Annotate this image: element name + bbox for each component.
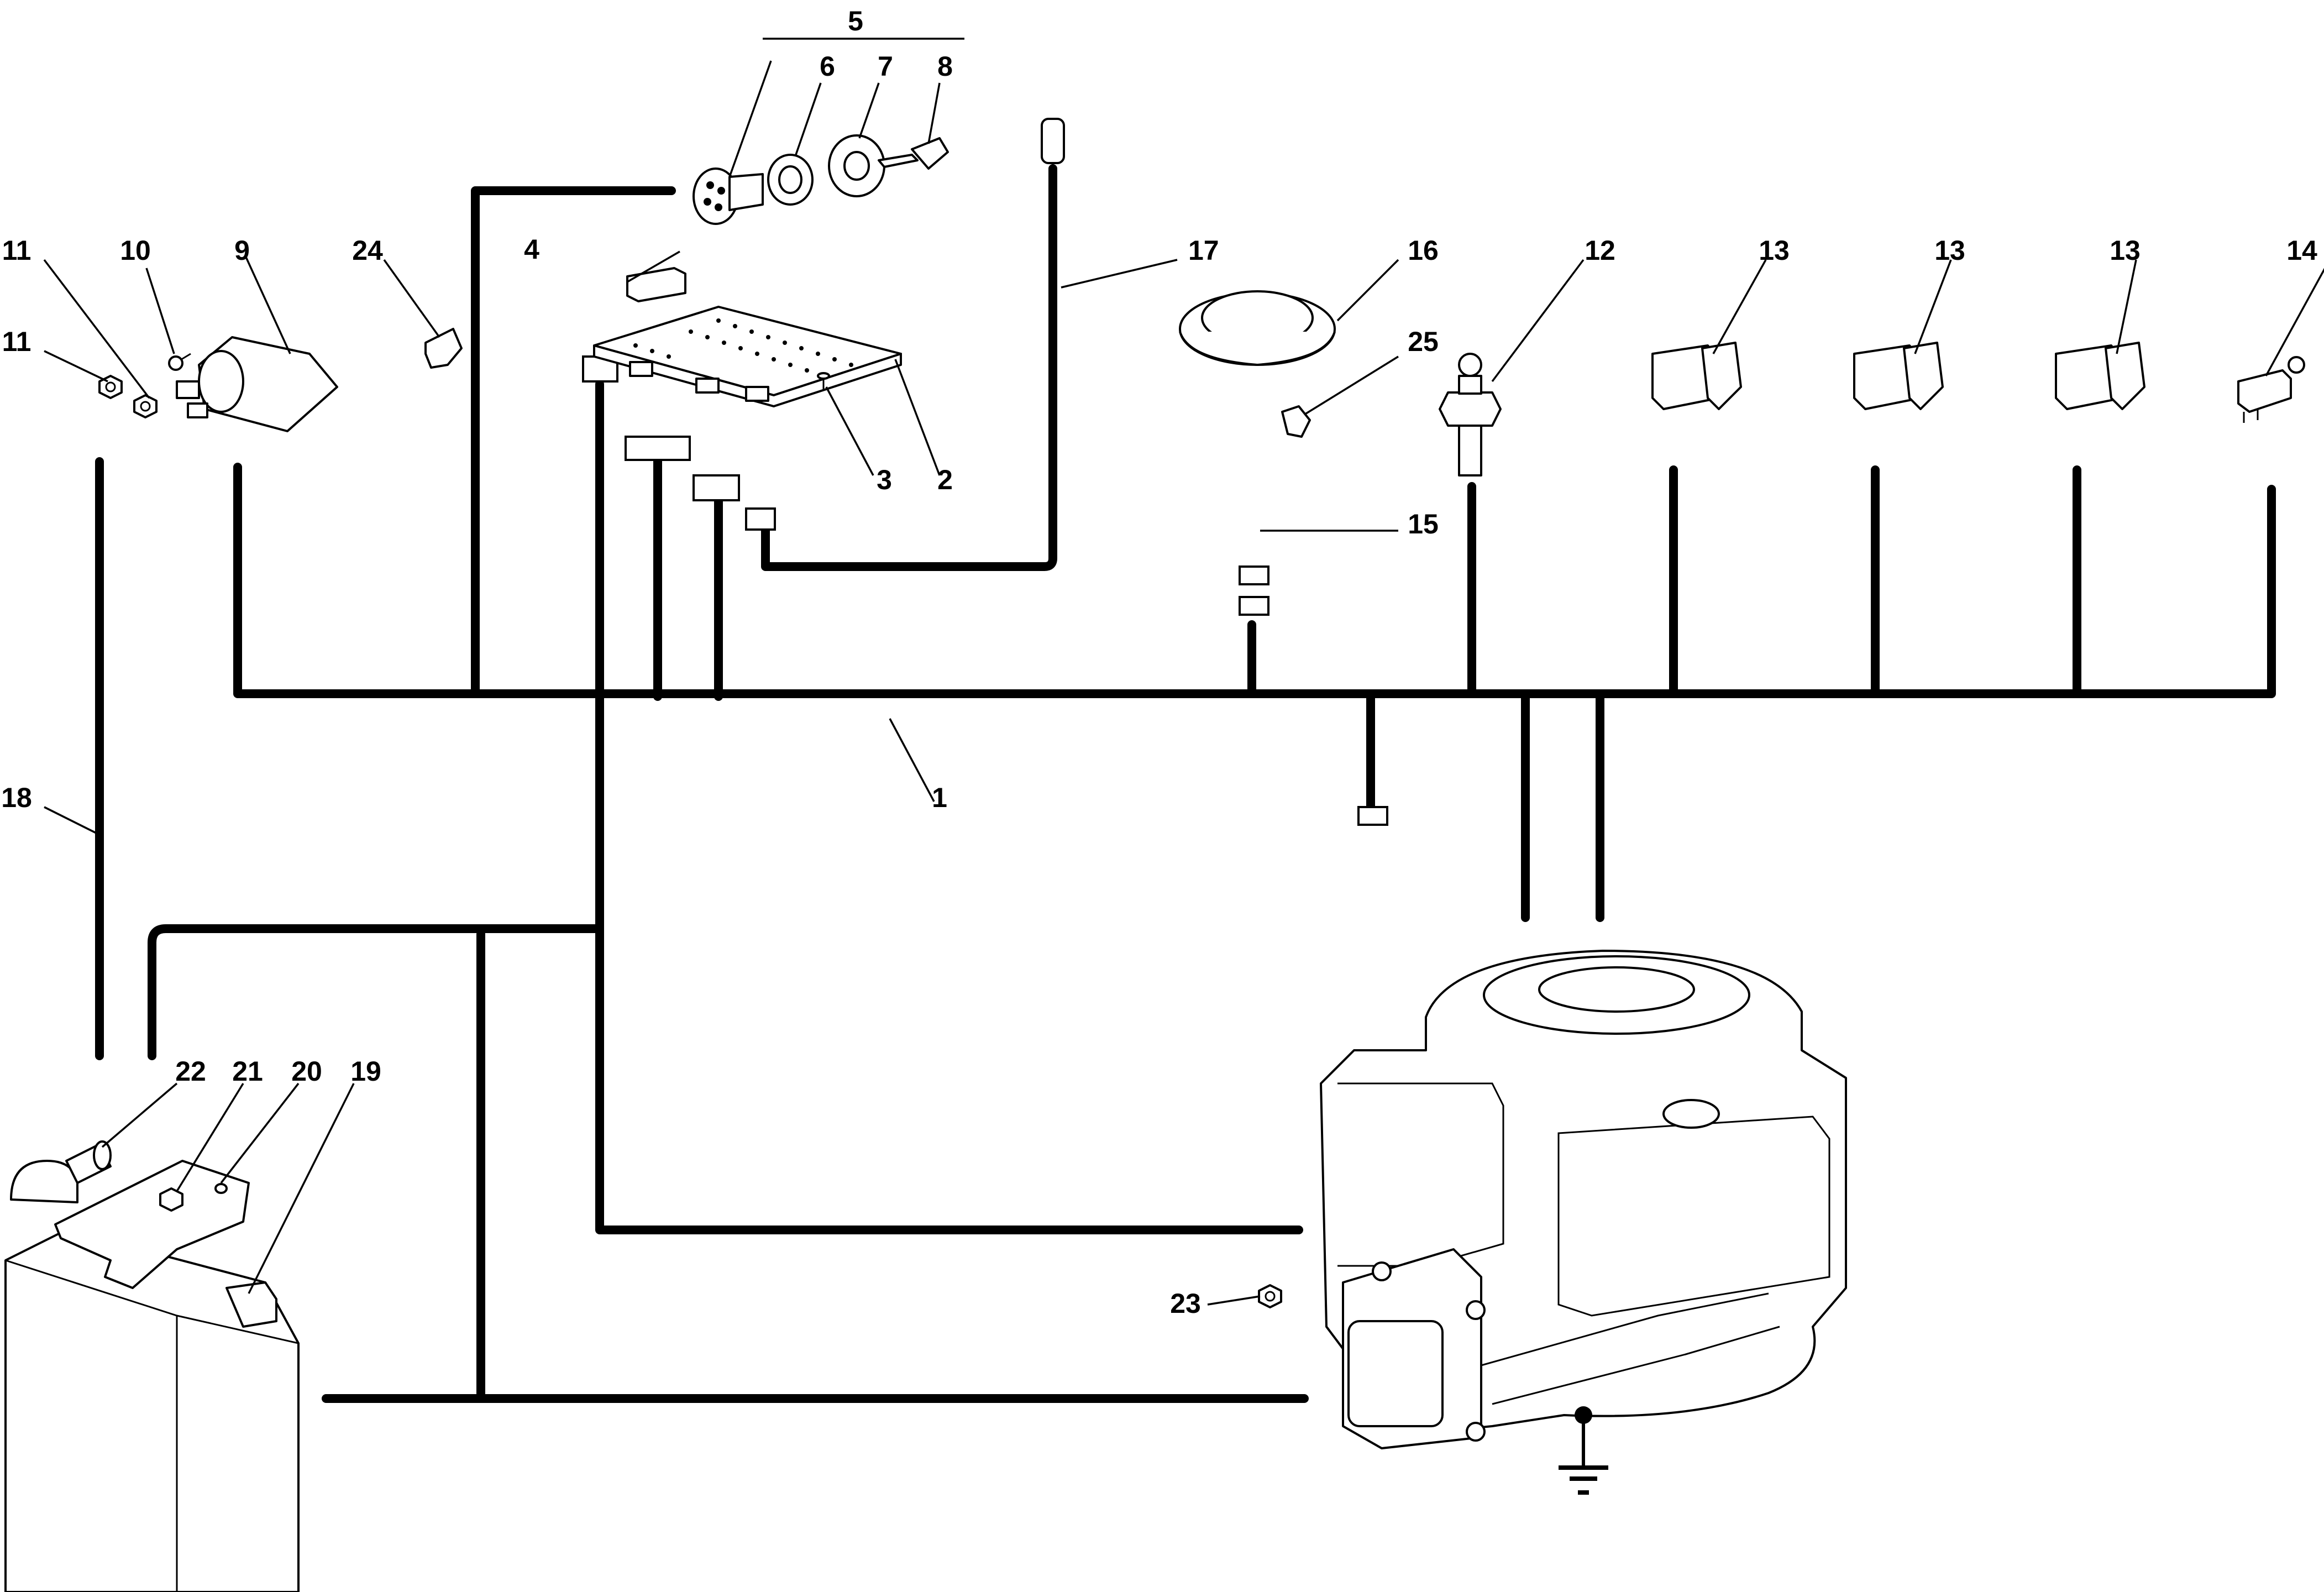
engine-nut: [1258, 1284, 1282, 1308]
starter-solenoid: [176, 336, 338, 432]
safety-switch-3: [2055, 342, 2145, 410]
callout-20: 20: [291, 1056, 322, 1087]
bracket-nut: [159, 1187, 183, 1212]
callout-13-b: 13: [1934, 235, 1965, 266]
callout-11-b: 11: [2, 326, 32, 357]
callout-1: 1: [932, 782, 947, 813]
callout-13-c: 13: [2110, 235, 2141, 266]
callout-11-a: 11: [2, 235, 32, 266]
wiring-harness: [95, 164, 2276, 1403]
callout-labels: 5 6 7 8 4 3 2 17 16 25 15 12 13 13 13 14…: [1, 6, 2317, 1319]
ground-symbol: [1559, 1406, 1608, 1495]
callout-8: 8: [937, 51, 953, 82]
harness-connectors: [582, 355, 1388, 826]
control-board: [593, 306, 902, 407]
key-switch-assembly: [693, 134, 949, 225]
wire-clip: [424, 328, 463, 369]
callout-10: 10: [120, 235, 151, 266]
sensor-connector: [1041, 118, 1065, 164]
board-screw: [817, 372, 830, 390]
callout-7: 7: [878, 51, 893, 82]
callout-9: 9: [234, 235, 250, 266]
callout-16: 16: [1408, 235, 1439, 266]
callout-21: 21: [232, 1056, 263, 1087]
callout-13-a: 13: [1759, 235, 1790, 266]
callout-6: 6: [820, 51, 835, 82]
callout-5: 5: [848, 6, 863, 36]
callout-18: 18: [1, 782, 32, 813]
battery: [4, 1229, 300, 1592]
terminal-cap: [10, 1140, 112, 1203]
callout-19: 19: [350, 1056, 381, 1087]
terminal-nuts: [98, 375, 158, 418]
oil-pressure-sensor: [1439, 353, 1502, 476]
callout-12: 12: [1585, 235, 1615, 266]
callout-22: 22: [175, 1056, 206, 1087]
engine: [1320, 950, 1847, 1449]
callout-23: 23: [1170, 1288, 1201, 1319]
callout-4: 4: [524, 234, 539, 265]
callout-17: 17: [1188, 235, 1219, 266]
seat-switch: [1179, 290, 1336, 366]
solenoid-screw: [168, 353, 191, 371]
safety-switch-2: [1853, 342, 1944, 410]
safety-switch-1: [1651, 342, 1742, 410]
callout-14: 14: [2286, 235, 2317, 266]
callout-2: 2: [937, 464, 953, 495]
callout-24: 24: [352, 235, 383, 266]
leader-lines: [43, 38, 2324, 1306]
callout-15: 15: [1408, 509, 1439, 540]
battery-bracket: [54, 1160, 250, 1289]
relay-block: [626, 267, 686, 302]
callout-25: 25: [1408, 326, 1439, 357]
callout-3: 3: [877, 464, 892, 495]
micro-switch: [2237, 356, 2305, 423]
seat-switch-clip: [1281, 405, 1311, 438]
